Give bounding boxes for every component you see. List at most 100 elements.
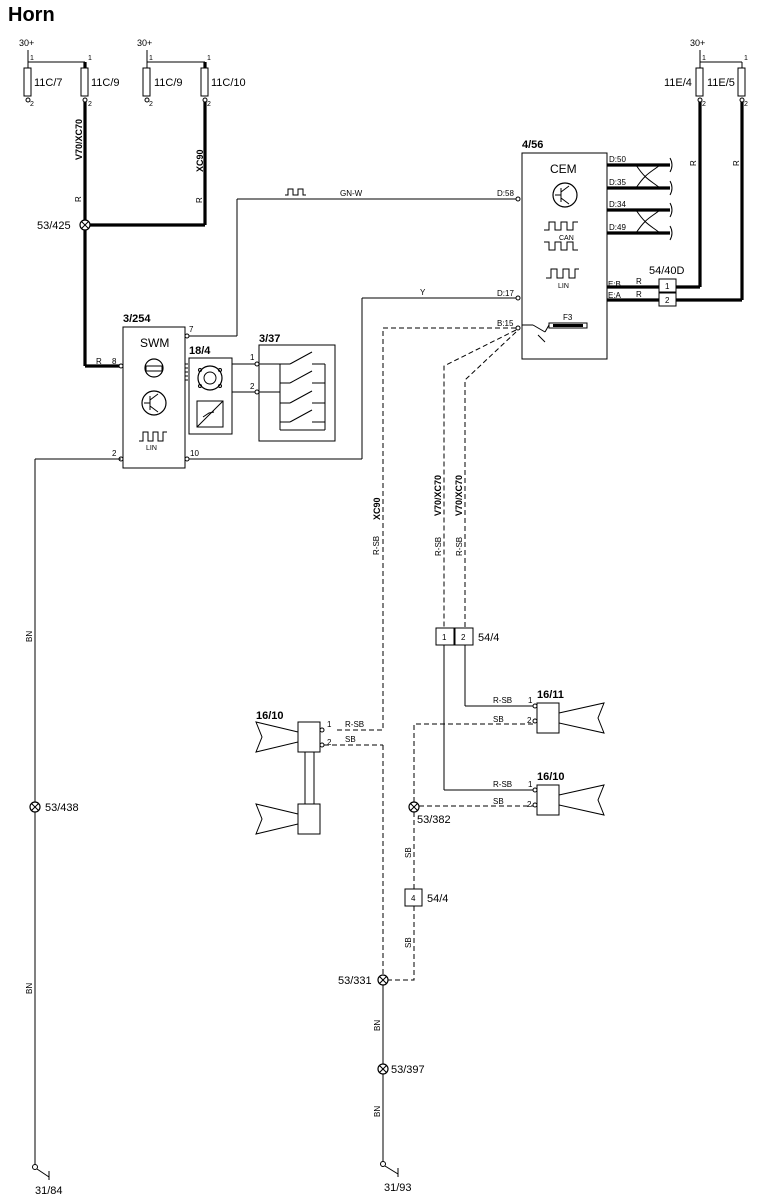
horn-16-10-right: 16/10 1 2 [527,771,605,816]
wire-label: BN [373,1020,382,1031]
pin-label: 2 [112,449,117,458]
wire-r-sb-v70-b [464,331,517,628]
wire-label: SB [493,715,504,724]
cem-can-label: CAN [559,235,574,242]
splice-label: 53/438 [45,802,79,814]
fuse-label-11e4: 11E/4 [664,77,692,89]
fuse-11c9-b [142,67,151,97]
pin-label: 2 [461,633,466,642]
wire-label: R [732,160,741,166]
pin-label: 1 [207,55,211,62]
pin-label: 1 [702,55,706,62]
pin-label: 8 [112,357,117,366]
switch-id: 3/37 [259,333,280,345]
splice-label: 53/382 [417,814,451,826]
wire-label: BN [25,631,34,642]
splice-label: 53/397 [391,1064,425,1076]
wire-label: R [636,277,642,286]
cem-pin-d34: D:34 [609,200,626,209]
connector-54-4-top: 1 2 54/4 [435,627,499,646]
wire-label: Y [420,288,426,297]
horn-pad-18-4: 18/4 [188,345,233,435]
fuse-11e5 [737,67,746,97]
horn-16-10-left: 16/10 1 2 [255,710,332,835]
pin-label: 1 [528,696,533,705]
fuse-11e4 [695,67,704,97]
wire-label: R-SB [493,696,512,705]
cem-id: 4/56 [522,139,543,151]
cem-pin-d50: D:50 [609,155,626,164]
supply-30-middle: 30+ [137,38,152,48]
ground-label: 31/93 [384,1182,412,1194]
variant-label-v70: V70/XC70 [454,475,464,516]
wire-label: GN-W [340,189,363,198]
wire-label: R [195,197,204,203]
pin-label: 1 [149,55,153,62]
splice-53-438: 53/438 [29,801,79,814]
pin-label: 7 [189,325,194,334]
wire-label: R-SB [434,537,443,556]
pin-label: 2 [527,800,532,809]
lin-signal-icon [546,268,579,279]
transistor-icon [552,182,578,208]
splice-53-382: 53/382 [408,801,451,826]
horn-id: 16/10 [256,710,284,722]
lin-pulse-icon [285,188,306,196]
horn-icon [558,784,605,816]
fuse-label-11c9-b: 11C/9 [154,77,183,89]
cem-name: CEM [550,162,577,176]
fuse-label-11c9-a: 11C/9 [91,77,120,89]
wire-label: R-SB [455,537,464,556]
variant-label-xc90: XC90 [372,497,382,520]
horn-icon [558,702,605,734]
cem-pin-ea: E:A [608,291,622,300]
pin-label: 1 [744,55,748,62]
horn-pad-id: 18/4 [189,345,211,357]
pin-label: 2 [250,382,255,391]
fuse-label-11e5: 11E/5 [707,77,735,89]
wire-label: R [74,196,83,202]
cem-pin-d17: D:17 [497,289,514,298]
splice-53-331: 53/331 [338,974,389,987]
wire-sb-16-11 [413,723,533,806]
fuse-label-11c10: 11C/10 [211,77,246,89]
fuse-11c10 [200,67,209,97]
cem-pin-eb: E:B [608,280,621,289]
cem-module: 4/56 CEM CAN LIN F3 D:50 D:35 D:34 D:49 … [497,139,626,360]
splice-53-397: 53/397 [377,1063,425,1076]
diagram-title: Horn [8,4,55,26]
pin-label: 2 [30,101,34,108]
connector-label-54-4: 54/4 [478,632,499,644]
wire-label: R-SB [372,536,381,555]
switch-3-37: 3/37 [254,333,336,442]
wire-label: R-SB [493,780,512,789]
splice-53-425: 53/425 [37,219,91,232]
cem-lin-label: LIN [558,283,569,290]
pin-label: 10 [190,449,199,458]
pin-label: 2 [702,101,706,108]
connector-54-4-bottom: 4 54/4 [404,888,448,907]
pin-label: 1 [528,780,533,789]
wire-label: R [636,290,642,299]
fuse-group-11e: 30+ 11E/4 11E/5 1 1 2 2 [664,38,748,108]
pin-label: 2 [744,101,748,108]
fuse-11c7 [23,67,32,97]
lin-signal-icon [139,431,167,442]
wire-label: SB [345,735,356,744]
pin-label: 2 [88,101,92,108]
cem-pin-d58: D:58 [497,189,514,198]
horn-icon [255,721,299,753]
wire-label: R [96,357,102,366]
wire-label: R [689,160,698,166]
wire-label: BN [25,983,34,994]
pin-label: 2 [665,296,670,305]
fuse-group-11c: 30+ 30+ 11C/7 11C/9 11C/9 11C/10 1 1 1 1… [19,38,246,108]
can-signal-icon [544,221,578,231]
transistor-icon [141,390,167,416]
fuse-11c9-a [80,67,89,97]
wire-label: SB [404,847,413,858]
horn-16-11: 16/11 1 2 [527,689,605,734]
variant-label-v70: V70/XC70 [433,475,443,516]
splice-label: 53/331 [338,975,372,987]
